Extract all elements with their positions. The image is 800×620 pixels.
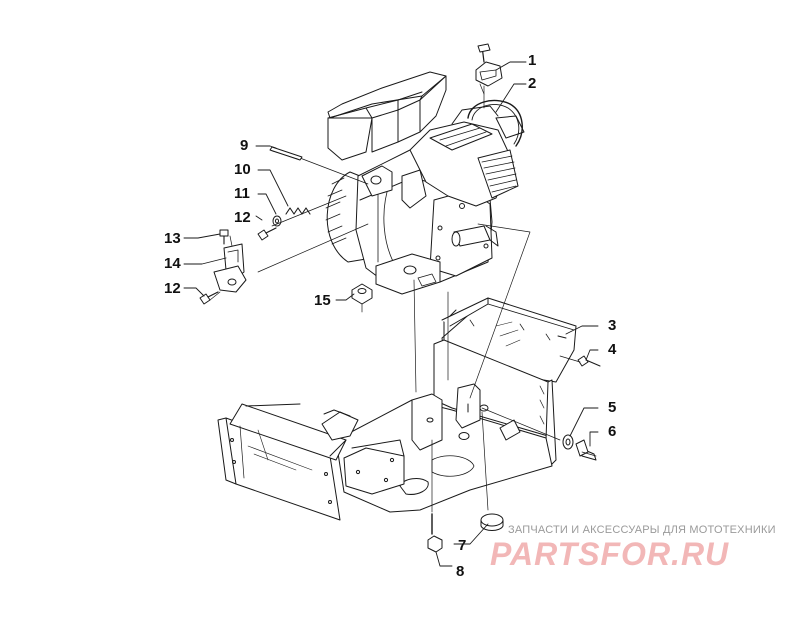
bolt-part-12-lower bbox=[199, 291, 219, 305]
washer-part-11 bbox=[272, 215, 282, 227]
callout-3: 3 bbox=[608, 317, 617, 334]
front-plate bbox=[217, 403, 359, 521]
bolt-part-6 bbox=[575, 439, 597, 461]
washer-part-5 bbox=[562, 434, 574, 450]
pin-part-9 bbox=[269, 146, 303, 161]
callout-9: 9 bbox=[240, 137, 249, 154]
callout-8: 8 bbox=[456, 563, 465, 580]
watermark-caption: ЗАПЧАСТИ И АКСЕССУАРЫ ДЛЯ МОТОТЕХНИКИ bbox=[508, 524, 776, 536]
callout-13: 13 bbox=[164, 230, 181, 247]
callout-1: 1 bbox=[528, 52, 537, 69]
engine-assembly bbox=[299, 71, 525, 295]
callout-2: 2 bbox=[528, 75, 537, 92]
spring-part-10 bbox=[285, 207, 311, 215]
engine-mount-plate-part-3 bbox=[335, 297, 577, 513]
callout-15: 15 bbox=[314, 292, 331, 309]
clip-part-1 bbox=[475, 43, 503, 95]
grommet-part-7 bbox=[480, 513, 504, 531]
watermark-logo: PARTSFOR.RU bbox=[490, 536, 730, 572]
callout-14: 14 bbox=[164, 255, 181, 272]
callout-7: 7 bbox=[458, 537, 467, 554]
bolt-part-12-upper bbox=[257, 227, 277, 241]
callout-11: 11 bbox=[234, 185, 250, 202]
screw-part-13 bbox=[219, 229, 229, 245]
callout-4: 4 bbox=[608, 341, 617, 358]
screw-part-4 bbox=[577, 355, 601, 367]
bracket-part-14 bbox=[213, 243, 247, 293]
callout-10: 10 bbox=[234, 161, 251, 178]
assembly-lines bbox=[209, 85, 597, 513]
leader-lines bbox=[183, 61, 599, 567]
callout-6: 6 bbox=[608, 423, 617, 440]
callout-5: 5 bbox=[608, 399, 617, 416]
callout-12-upper: 12 bbox=[234, 209, 251, 226]
nut-part-15 bbox=[351, 283, 373, 305]
callout-12-lower: 12 bbox=[164, 280, 181, 297]
bolt-part-8 bbox=[427, 513, 443, 553]
